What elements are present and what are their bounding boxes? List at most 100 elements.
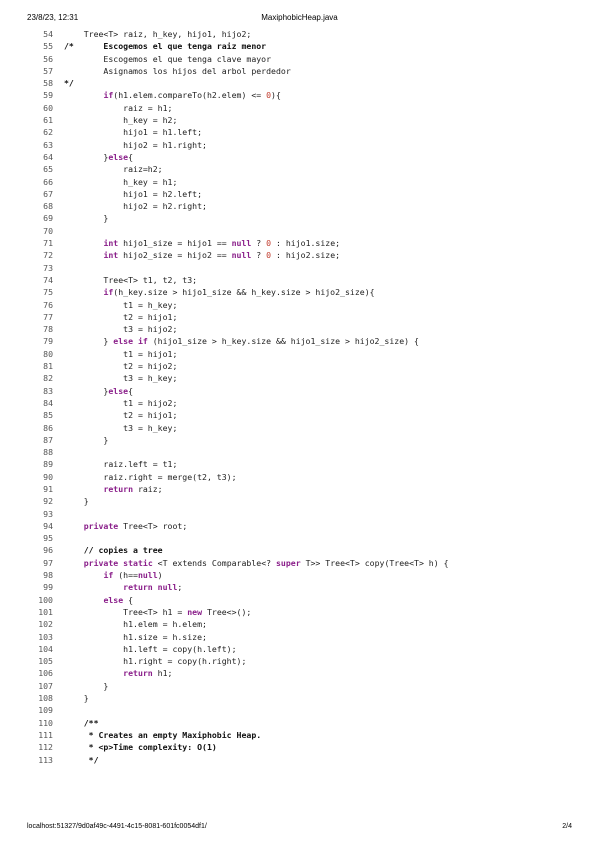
- code-text: private static <T extends Comparable<? s…: [83, 557, 449, 568]
- code-line: 97 private static <T extends Comparable<…: [0, 557, 599, 569]
- code-line: 54 Tree<T> raiz, h_key, hijo1, hijo2;: [0, 28, 599, 40]
- code-text: }: [64, 434, 109, 445]
- line-number: 111: [38, 729, 53, 740]
- code-text: h1.elem = h.elem;: [64, 619, 207, 630]
- code-line: 61 h_key = h2;: [0, 114, 599, 126]
- line-number: 101: [38, 606, 53, 617]
- code-line: 57 Asignamos los hijos del arbol perdedo…: [0, 65, 599, 77]
- line-number: 74: [43, 274, 53, 285]
- code-line: 81 t2 = hijo2;: [0, 360, 599, 372]
- code-text: // copies a tree: [64, 545, 163, 556]
- code-line: 100 else {: [0, 594, 599, 606]
- code-text: Tree<T> t1, t2, t3;: [64, 274, 198, 285]
- line-number: 105: [38, 656, 53, 667]
- line-number: 65: [43, 164, 53, 175]
- code-line: 95: [0, 532, 599, 544]
- line-number: 113: [38, 754, 53, 765]
- line-number: 99: [43, 582, 53, 593]
- line-number: 81: [43, 361, 53, 372]
- code-line: 63 hijo2 = h1.right;: [0, 139, 599, 151]
- code-text: * <p>Time complexity: O(1): [64, 742, 217, 753]
- code-line: 75 if(h_key.size > hijo1_size && h_key.s…: [0, 286, 599, 298]
- code-text: t3 = hijo2;: [64, 324, 178, 335]
- line-number: 61: [43, 115, 53, 126]
- code-line: 84 t1 = hijo2;: [0, 397, 599, 409]
- code-text: h1.size = h.size;: [64, 631, 207, 642]
- line-number: 108: [38, 693, 53, 704]
- line-number: 54: [43, 29, 53, 39]
- line-number: 63: [43, 139, 53, 150]
- code-line: 105 h1.right = copy(h.right);: [0, 655, 599, 667]
- code-text: return raiz;: [103, 483, 163, 494]
- line-number: 96: [43, 545, 53, 556]
- line-number: 67: [43, 188, 53, 199]
- code-text: }: [64, 680, 109, 691]
- line-number: 66: [43, 176, 53, 187]
- code-text: * Creates an empty Maxiphobic Heap.: [64, 729, 262, 740]
- code-text: }: [64, 213, 109, 224]
- code-text: */: [64, 754, 99, 765]
- code-text: if (h==null): [103, 570, 163, 581]
- code-line: 107 }: [0, 680, 599, 692]
- code-line: 74 Tree<T> t1, t2, t3;: [0, 274, 599, 286]
- line-number: 80: [43, 348, 53, 359]
- line-number: 73: [43, 262, 53, 273]
- line-number: 91: [43, 483, 53, 494]
- code-line: 111 * Creates an empty Maxiphobic Heap.: [0, 729, 599, 741]
- code-line: 62 hijo1 = h1.left;: [0, 126, 599, 138]
- code-line: 78 t3 = hijo2;: [0, 323, 599, 335]
- code-line: 60 raiz = h1;: [0, 102, 599, 114]
- line-number: 60: [43, 102, 53, 113]
- line-number: 83: [43, 385, 53, 396]
- code-text: t1 = hijo1;: [64, 348, 178, 359]
- line-number: 92: [43, 496, 53, 507]
- code-line: 108 }: [0, 692, 599, 704]
- line-number: 68: [43, 201, 53, 212]
- line-number: 84: [43, 397, 53, 408]
- line-number: 56: [43, 53, 53, 64]
- code-line: 59 if(h1.elem.compareTo(h2.elem) <= 0){: [0, 89, 599, 101]
- code-text: t1 = h_key;: [64, 299, 178, 310]
- code-line: 77 t2 = hijo1;: [0, 311, 599, 323]
- code-text: Tree<T> raiz, h_key, hijo1, hijo2;: [64, 29, 252, 39]
- code-line: 55/* Escogemos el que tenga raiz menor: [0, 40, 599, 52]
- code-line: 72 int hijo2_size = hijo2 == null ? 0 : …: [0, 249, 599, 261]
- code-text: return h1;: [123, 668, 173, 679]
- code-text: }: [64, 693, 89, 704]
- code-line: 92 }: [0, 495, 599, 507]
- line-number: 85: [43, 410, 53, 421]
- code-line: 99 return null;: [0, 581, 599, 593]
- code-line: 110 /**: [0, 717, 599, 729]
- line-number: 89: [43, 459, 53, 470]
- line-number: 90: [43, 471, 53, 482]
- code-text: h1.right = copy(h.right);: [64, 656, 247, 667]
- line-number: 79: [43, 336, 53, 347]
- line-number: 59: [43, 90, 53, 101]
- code-line: 112 * <p>Time complexity: O(1): [0, 741, 599, 753]
- code-line: 68 hijo2 = h2.right;: [0, 200, 599, 212]
- code-text: */: [64, 78, 74, 89]
- code-line: 76 t1 = h_key;: [0, 299, 599, 311]
- code-text: t1 = hijo2;: [64, 397, 178, 408]
- line-number: 64: [43, 151, 53, 162]
- code-text: }else{: [64, 385, 134, 396]
- line-number: 55: [43, 41, 53, 52]
- line-number: 110: [38, 717, 53, 728]
- code-text: hijo1 = h2.left;: [64, 188, 203, 199]
- line-number: 93: [43, 508, 53, 519]
- line-number: 82: [43, 373, 53, 384]
- code-line: 98 if (h==null): [0, 569, 599, 581]
- code-line: 94 private Tree<T> root;: [0, 520, 599, 532]
- code-text: hijo2 = h1.right;: [64, 139, 207, 150]
- code-line: 90 raiz.right = merge(t2, t3);: [0, 471, 599, 483]
- line-number: 107: [38, 680, 53, 691]
- line-number: 97: [43, 557, 53, 568]
- line-number: 70: [43, 225, 53, 236]
- line-number: 103: [38, 631, 53, 642]
- code-text: hijo2 = h2.right;: [64, 201, 207, 212]
- code-text: t3 = h_key;: [64, 373, 178, 384]
- code-text: if(h1.elem.compareTo(h2.elem) <= 0){: [103, 90, 281, 101]
- code-line: 88: [0, 446, 599, 458]
- code-text: hijo1 = h1.left;: [64, 127, 203, 138]
- line-number: 57: [43, 65, 53, 76]
